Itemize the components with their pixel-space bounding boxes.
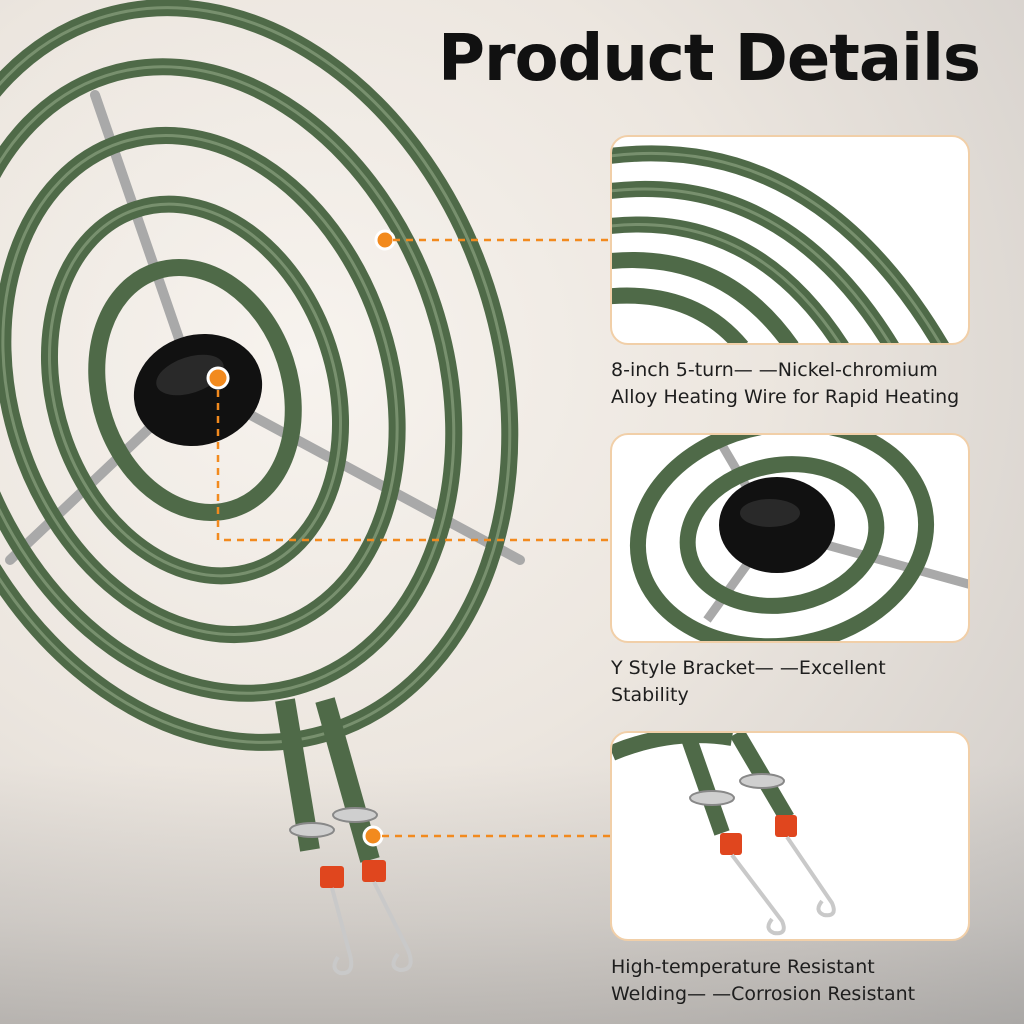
caption-line: Stability (611, 684, 689, 706)
heating-element-image (0, 0, 525, 976)
detail-caption-coil: 8-inch 5-turn— —Nickel-chromium Alloy He… (611, 357, 1011, 411)
caption-line: Welding— —Corrosion Resistant (611, 983, 916, 1005)
page-title: Product Details (438, 22, 981, 96)
caption-line: Alloy Heating Wire for Rapid Heating (611, 386, 960, 408)
coil-turns (0, 0, 519, 751)
detail-card-coil (610, 135, 970, 345)
terminal-closeup-image (612, 733, 836, 936)
detail-caption-terminals: High-temperature Resistant Welding— —Cor… (611, 954, 1011, 1008)
callout-dots (206, 229, 396, 847)
coil-closeup-image (612, 145, 949, 343)
caption-line: 8-inch 5-turn— —Nickel-chromium (611, 359, 938, 381)
detail-card-terminals (610, 731, 970, 941)
bracket-closeup-image (629, 435, 968, 641)
detail-caption-bracket: Y Style Bracket— —Excellent Stability (611, 655, 1011, 709)
terminal-leads (275, 697, 413, 976)
caption-line: High-temperature Resistant (611, 956, 875, 978)
detail-card-bracket (610, 433, 970, 643)
caption-line: Y Style Bracket— —Excellent (611, 657, 886, 679)
